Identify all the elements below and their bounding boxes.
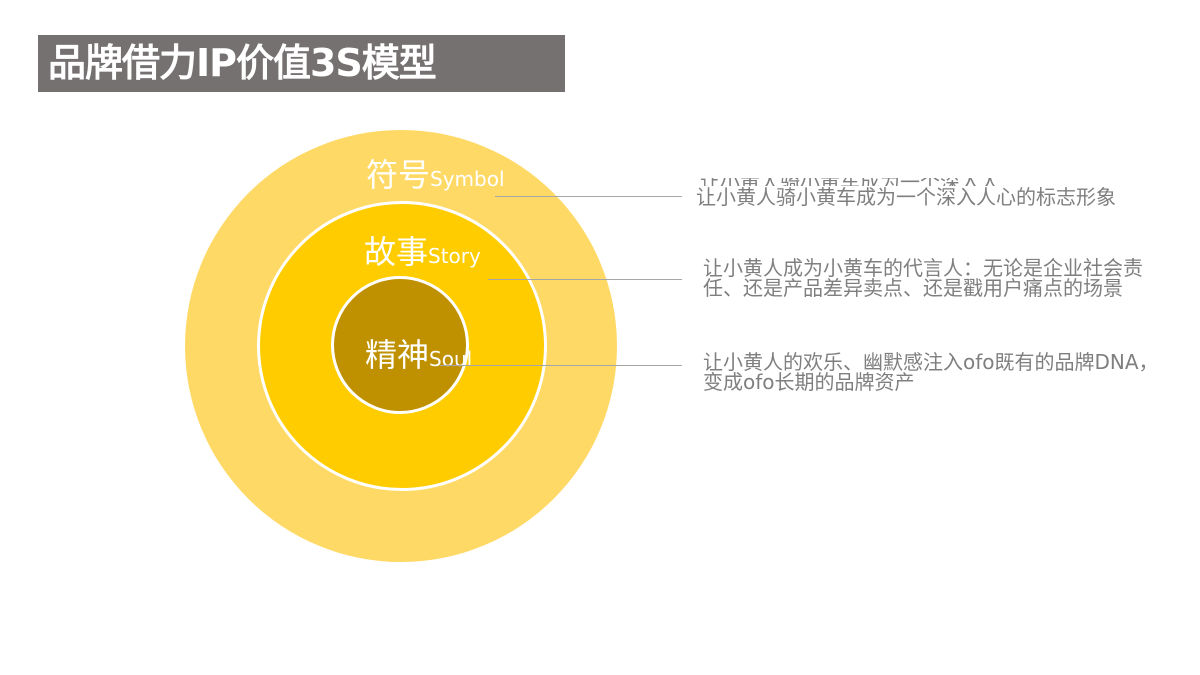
story-label-zh: 故事 [364,233,429,271]
clipped-text-fragment: 让小黄人骑小黄车成为一个深入人心的标志形象 [700,178,1000,186]
soul-connector-line [440,365,682,366]
soul-description: 让小黄人的欢乐、幽默感注入ofo既有的品牌DNA，变成ofo长期的品牌资产 [703,350,1159,394]
title-bar: 品牌借力IP价值3S模型 [38,35,565,92]
soul-core [331,276,469,414]
symbol-connector-line [495,196,682,197]
soul-label-zh: 精神 [365,336,430,374]
story-label: 故事Story [364,227,481,273]
soul-label: 精神Soul [365,330,472,376]
page-title: 品牌借力IP价值3S模型 [48,41,437,85]
story-connector-line [488,279,682,280]
symbol-description: 让小黄人骑小黄车成为一个深入人心的标志形象 [696,185,1116,209]
symbol-label-zh: 符号 [366,156,431,194]
symbol-label: 符号Symbol [366,150,505,196]
soul-label-en: Soul [429,347,473,371]
story-label-en: Story [428,244,481,268]
clipped-text: 让小黄人骑小黄车成为一个深入人心的标志形象 [700,178,1000,186]
story-description: 让小黄人成为小黄车的代言人：无论是企业社会责任、还是产品差异卖点、还是戳用户痛点… [703,256,1143,300]
symbol-label-en: Symbol [430,167,505,191]
